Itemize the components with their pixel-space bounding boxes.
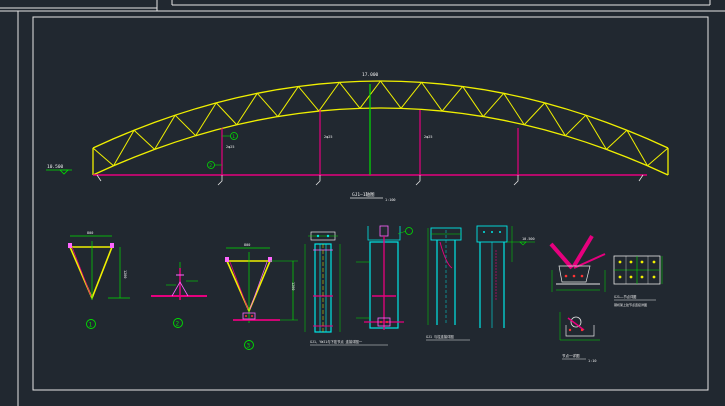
- svg-text:1200: 1200: [291, 282, 295, 290]
- section-bubble-2: 2: [207, 161, 222, 169]
- top-chord: [92, 80, 669, 149]
- node-plan-caption: GJ1——节点详图: [614, 294, 636, 299]
- web-member: [462, 86, 484, 117]
- web-member: [113, 129, 135, 167]
- web-member: [564, 114, 587, 137]
- support-markers: [96, 174, 644, 186]
- svg-text:1: 1: [232, 134, 235, 140]
- column-joint-caption: GJ1、YWJ1与下弦节点 连接详图一: [310, 339, 363, 344]
- svg-text:1200: 1200: [123, 270, 127, 278]
- support-elevation-text: 10.500: [47, 164, 64, 170]
- web-member: [133, 129, 155, 150]
- web-member: [215, 102, 238, 126]
- section-detail-2: 2: [151, 262, 207, 328]
- web-member: [154, 114, 176, 150]
- section-3-bubble: 3: [247, 343, 251, 350]
- web-member: [297, 86, 320, 112]
- node-plan-subcaption: 钢桁架上弦节点连接详图: [614, 302, 647, 307]
- column-joint-detail-c: GJ1 与柱连接详图: [426, 227, 470, 341]
- column-joint-detail-a: [304, 231, 341, 333]
- web-member: [585, 114, 607, 150]
- support-elevation-mark: 10.500: [46, 164, 72, 175]
- web-member: [544, 102, 566, 136]
- node-plan-grid: GJ1——节点详图 钢桁架上弦节点连接详图: [613, 255, 663, 307]
- web-member: [195, 102, 217, 136]
- web-member: [339, 82, 361, 109]
- bottom-chord: [92, 107, 669, 176]
- web-member: [626, 129, 648, 167]
- web-member: [441, 86, 464, 112]
- web-member: [647, 147, 669, 167]
- svg-text:800: 800: [244, 243, 250, 247]
- section-bubble-1: 1: [222, 132, 238, 140]
- web-member: [236, 93, 258, 126]
- bottom-detail-scale: 1:10: [588, 359, 596, 363]
- bottom-joint-detail: 节点一详图 1:10: [559, 312, 600, 363]
- hanger-tag-2: 2φ25: [324, 135, 332, 139]
- hanger-tag-1: 2φ25: [226, 145, 234, 149]
- web-member: [92, 147, 114, 167]
- section-1-bubble: 1: [89, 322, 93, 329]
- column-joint-detail-b: GJ1、YWJ1与下弦节点 连接详图一: [310, 225, 413, 346]
- main-elevation-caption: GJ1—1轴图: [352, 191, 375, 198]
- column-joint-detail-d: 10.500: [476, 225, 535, 328]
- web-member: [400, 82, 422, 109]
- section-2-bubble: 2: [176, 321, 180, 328]
- web-member: [318, 82, 340, 112]
- web-member: [606, 129, 628, 150]
- web-member: [380, 80, 402, 109]
- web-member: [523, 102, 546, 126]
- web-member: [256, 92, 279, 117]
- node-joint-detail: [549, 234, 606, 292]
- web-member: [482, 92, 505, 117]
- section-detail-3: 800 1200 3: [225, 243, 298, 350]
- web-member: [503, 93, 525, 126]
- hanger-tag-3: 2φ25: [424, 135, 432, 139]
- svg-text:800: 800: [87, 231, 93, 235]
- main-elevation-scale: 1:100: [385, 198, 396, 202]
- column-joint-2-caption: GJ1 与柱连接详图: [426, 334, 454, 339]
- detail-elevation-tag: 10.500: [522, 237, 535, 241]
- arch-truss: 10.500 17.000 2φ25 2φ25 2φ25 1 2 GJ1—1轴图…: [46, 72, 669, 202]
- bottom-detail-caption: 节点一详图: [562, 353, 580, 358]
- web-member: [174, 114, 197, 137]
- web-member: [421, 82, 443, 112]
- svg-text:2: 2: [209, 163, 212, 169]
- web-member: [277, 86, 299, 117]
- apex-elevation-text: 17.000: [362, 72, 379, 78]
- section-detail-1: 800 1200 1: [68, 231, 130, 329]
